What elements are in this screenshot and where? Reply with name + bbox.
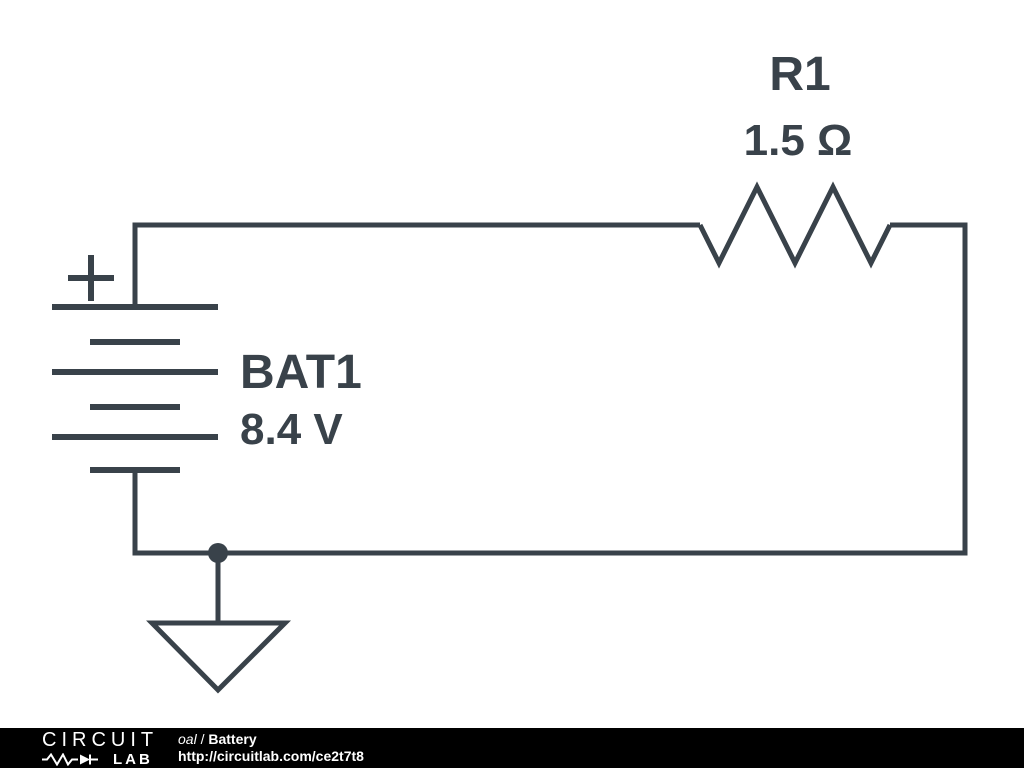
resistor-r1-designator: R1 (769, 48, 830, 101)
footer-title: Battery (208, 730, 257, 747)
schematic-canvas: R1 1.5 Ω BAT1 8.4 V (52, 48, 968, 694)
ground-symbol (146, 553, 292, 694)
footer-bar: CIRCUIT LAB oal / Battery http://circuit… (0, 728, 1024, 768)
footer-author: oal (178, 730, 197, 747)
footer-breadcrumb: oal / Battery (178, 731, 364, 749)
circuitlab-logo: CIRCUIT LAB (0, 730, 178, 767)
logo-resistor-icon (42, 752, 98, 766)
logo-circuit-text: CIRCUIT (42, 728, 159, 751)
resistor-r1-value: 1.5 Ω (744, 116, 853, 165)
ground-triangle (146, 620, 292, 694)
wire-battery-to-resistor (132, 222, 700, 307)
resistor-r1-symbol (697, 181, 893, 269)
battery-plus-sign (68, 255, 114, 301)
battery-bat1-designator: BAT1 (240, 346, 362, 399)
wire-resistor-to-battery (132, 222, 968, 556)
footer-url: http://circuitlab.com/ce2t7t8 (178, 748, 364, 764)
battery-bat1-symbol (52, 304, 218, 473)
footer-separator: / (196, 730, 209, 747)
battery-bat1-value: 8.4 V (240, 405, 343, 454)
logo-lab-text: LAB (113, 750, 153, 768)
